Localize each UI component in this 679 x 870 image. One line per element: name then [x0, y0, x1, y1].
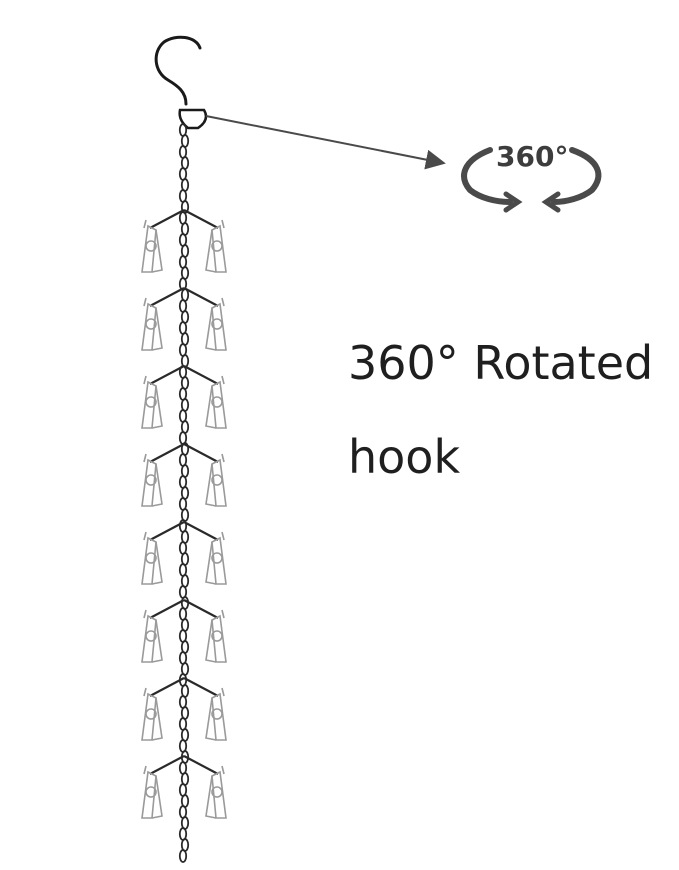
chain — [178, 123, 190, 863]
clothes-clip — [205, 453, 227, 507]
pointer-arrow — [205, 115, 446, 170]
clip-arm — [149, 755, 219, 775]
clip-arm — [149, 521, 219, 541]
clothes-clip — [205, 297, 227, 351]
clip-arm — [149, 599, 219, 619]
clothes-clip — [205, 765, 227, 819]
clip-arm — [149, 443, 219, 463]
rotation-arrows-icon — [461, 147, 602, 213]
caption-line-1: 360° Rotated — [348, 336, 654, 390]
clothes-clip — [141, 687, 163, 741]
clothes-clip — [141, 765, 163, 819]
clip-arm — [149, 365, 219, 385]
clip-arm — [149, 287, 219, 307]
clip-rows — [141, 209, 227, 819]
chain-link — [178, 849, 188, 863]
clip-arm — [149, 677, 219, 697]
clothes-clip — [205, 609, 227, 663]
clothes-clip — [141, 297, 163, 351]
clothes-clip — [141, 531, 163, 585]
caption-line-2: hook — [348, 430, 461, 484]
clothes-clip — [205, 687, 227, 741]
rotation-badge-text: 360° — [496, 140, 569, 173]
clip-arm — [149, 209, 219, 229]
clothes-clip — [141, 219, 163, 273]
clothes-clip — [141, 453, 163, 507]
hook-icon — [154, 35, 208, 130]
clothes-clip — [205, 375, 227, 429]
clothes-clip — [205, 531, 227, 585]
clothes-clip — [141, 375, 163, 429]
clothes-clip — [205, 219, 227, 273]
clothes-clip — [141, 609, 163, 663]
